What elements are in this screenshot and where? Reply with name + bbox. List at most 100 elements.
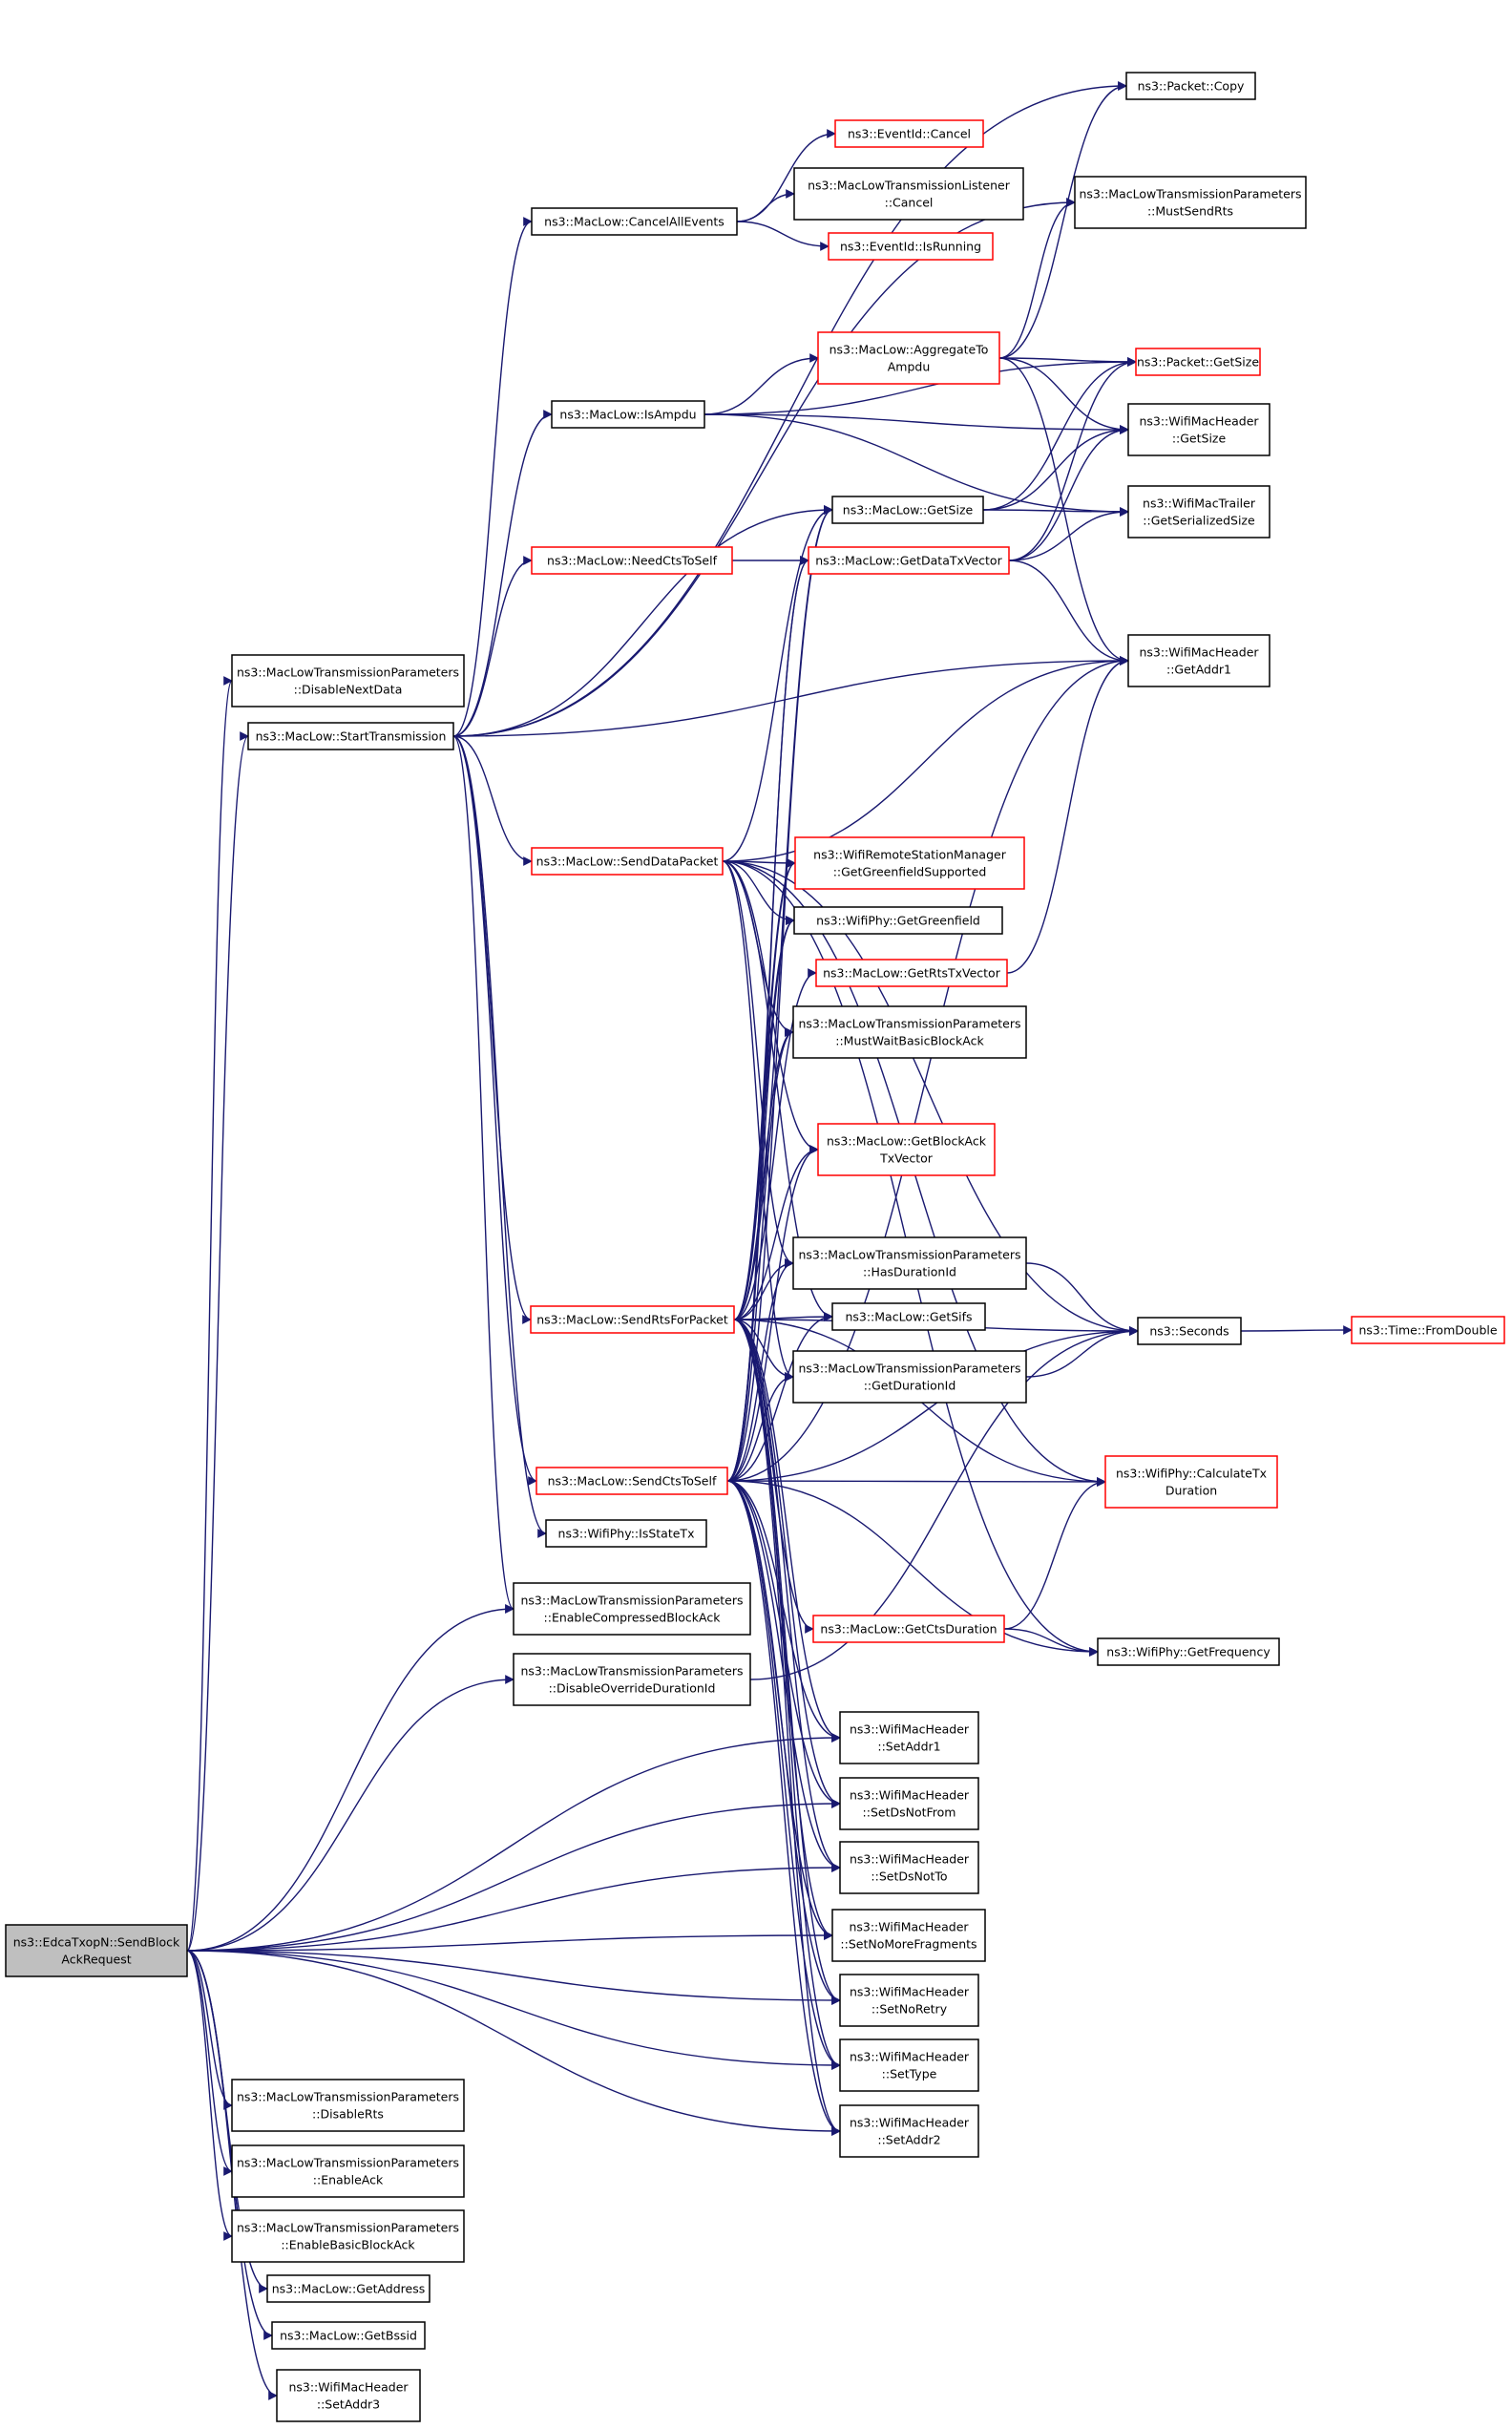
edge-startTx-to-getAddr1 [452,656,1129,737]
node-getCtsDuration[interactable]: ns3::MacLow::GetCtsDuration [812,1615,1005,1643]
node-box-listenerCancel [793,167,1024,221]
edge-root-to-setAddr1 [186,1733,841,1952]
node-label-enableBasic-line-0: ns3::MacLowTransmissionParameters [237,2221,459,2235]
node-macLowGetSize[interactable]: ns3::MacLow::GetSize [831,496,984,524]
node-setNoMoreFrag[interactable]: ns3::WifiMacHeader::SetNoMoreFragments [831,1909,986,1962]
node-setAddr1[interactable]: ns3::WifiMacHeader::SetAddr1 [839,1711,979,1764]
edge-sendCts-to-getAddr1 [726,656,1129,1482]
node-listenerCancel[interactable]: ns3::MacLowTransmissionListener::Cancel [793,167,1024,221]
node-box-startTx [247,722,454,750]
edge-getDataTxVector-to-packetGetSize [1008,357,1137,561]
node-setNoRetry[interactable]: ns3::WifiMacHeader::SetNoRetry [839,1974,979,2027]
node-getDurationId[interactable]: ns3::MacLowTransmissionParameters::GetDu… [792,1350,1027,1404]
edge-root-to-disableNextData [186,676,233,1952]
node-startTx[interactable]: ns3::MacLow::StartTransmission [247,722,454,750]
node-label-getBssid-line-0: ns3::MacLow::GetBssid [280,2329,417,2343]
node-label-hdrGetSize-line-1: ::GetSize [1172,432,1227,446]
edge-hasDurationId-to-seconds [1025,1262,1139,1336]
edge-cancelAll-to-listenerCancel [736,189,795,222]
node-disableOverride[interactable]: ns3::MacLowTransmissionParameters::Disab… [513,1653,751,1706]
edge-sendData-to-getSifs [722,860,833,1321]
node-getSifs[interactable]: ns3::MacLow::GetSifs [831,1302,986,1331]
node-hdrGetSize[interactable]: ns3::WifiMacHeader::GetSize [1127,403,1270,456]
node-mustSendRts[interactable]: ns3::MacLowTransmissionParameters::MustS… [1074,176,1307,229]
edge-sendCts-to-setType [726,1480,841,2070]
node-label-mustWaitBasic-line-0: ns3::MacLowTransmissionParameters [798,1017,1020,1031]
node-box-sendCts [536,1467,728,1495]
edge-sendCts-to-getFrequency [726,1480,1099,1657]
node-label-setAddr3-line-1: ::SetAddr3 [317,2397,380,2412]
node-disableRts[interactable]: ns3::MacLowTransmissionParameters::Disab… [231,2079,465,2132]
node-enableBasic[interactable]: ns3::MacLowTransmissionParameters::Enabl… [231,2209,465,2263]
node-box-getRtsTxVector [815,959,1008,987]
node-label-hdrGetSize-line-0: ns3::WifiMacHeader [1139,414,1259,429]
node-trailerSize[interactable]: ns3::WifiMacTrailer::GetSerializedSize [1127,485,1270,539]
edge-aggregate-to-getAddr1 [998,357,1129,665]
node-setAddr3[interactable]: ns3::WifiMacHeader::SetAddr3 [276,2369,421,2422]
node-label-setNoRetry-line-1: ::SetNoRetry [872,2002,948,2017]
node-getRtsTxVector[interactable]: ns3::MacLow::GetRtsTxVector [815,959,1008,987]
node-getFrequency[interactable]: ns3::WifiPhy::GetFrequency [1097,1637,1280,1666]
node-eventCancel[interactable]: ns3::EventId::Cancel [834,119,984,148]
edge-root-to-setDsNotFrom [186,1799,841,1952]
edge-startTx-to-sendCts [452,735,537,1486]
node-fromDouble[interactable]: ns3::Time::FromDouble [1351,1316,1505,1344]
node-label-enableBasic-line-1: ::EnableBasicBlockAck [281,2238,415,2252]
edge-root-to-disableRts [186,1950,233,2110]
node-getDataTxVector[interactable]: ns3::MacLow::GetDataTxVector [808,546,1010,575]
node-packetGetSize[interactable]: ns3::Packet::GetSize [1135,348,1261,376]
edge-startTx-to-mustSendRts [452,198,1076,737]
node-eventIsRunning[interactable]: ns3::EventId::IsRunning [828,232,994,261]
node-box-eventCancel [834,119,984,148]
node-setDsNotTo[interactable]: ns3::WifiMacHeader::SetDsNotTo [839,1841,979,1894]
edge-getRtsTxVector-to-getAddr1 [1006,656,1129,974]
node-cancelAll[interactable]: ns3::MacLow::CancelAllEvents [531,207,738,236]
edge-root-to-setNoRetry [186,1950,841,2005]
node-seconds[interactable]: ns3::Seconds [1137,1317,1242,1345]
node-getGreenfieldSupported[interactable]: ns3::WifiRemoteStationManager::GetGreenf… [794,836,1025,890]
edge-root-to-setNoMoreFrag [186,1931,833,1952]
node-disableNextData[interactable]: ns3::MacLowTransmissionParameters::Disab… [231,654,465,708]
node-label-calcTxDuration-line-0: ns3::WifiPhy::CalculateTx [1116,1467,1267,1481]
node-getAddr1[interactable]: ns3::WifiMacHeader::GetAddr1 [1127,634,1270,687]
node-enableAck[interactable]: ns3::MacLowTransmissionParameters::Enabl… [231,2144,465,2198]
node-isStateTx[interactable]: ns3::WifiPhy::IsStateTx [545,1519,707,1548]
node-label-setAddr2-line-0: ns3::WifiMacHeader [850,2116,970,2130]
node-label-macLowGetSize-line-0: ns3::MacLow::GetSize [843,503,974,517]
node-hasDurationId[interactable]: ns3::MacLowTransmissionParameters::HasDu… [792,1236,1027,1290]
node-label-cancelAll-line-0: ns3::MacLow::CancelAllEvents [544,215,724,229]
edge-seconds-to-fromDouble [1240,1325,1353,1335]
node-label-aggregate-line-1: Ampdu [888,360,931,374]
node-box-getBssid [271,2321,426,2350]
node-label-packetGetSize-line-0: ns3::Packet::GetSize [1137,355,1259,370]
node-box-getFrequency [1097,1637,1280,1666]
node-box-getDataTxVector [808,546,1010,575]
node-setType[interactable]: ns3::WifiMacHeader::SetType [839,2038,979,2092]
node-packetCopy[interactable]: ns3::Packet::Copy [1125,72,1256,100]
node-getAddress[interactable]: ns3::MacLow::GetAddress [266,2274,430,2303]
node-mustWaitBasic[interactable]: ns3::MacLowTransmissionParameters::MustW… [792,1005,1027,1059]
node-sendCts[interactable]: ns3::MacLow::SendCtsToSelf [536,1467,728,1495]
edge-getDataTxVector-to-trailerSize [1008,507,1129,561]
node-label-disableRts-line-0: ns3::MacLowTransmissionParameters [237,2090,459,2104]
node-getBssid[interactable]: ns3::MacLow::GetBssid [271,2321,426,2350]
edge-root-to-enableAck [186,1950,233,2176]
node-setAddr2[interactable]: ns3::WifiMacHeader::SetAddr2 [839,2104,979,2158]
node-label-eventCancel-line-0: ns3::EventId::Cancel [848,127,971,141]
edge-startTx-to-enableCompressed [452,735,514,1614]
edge-sendCts-to-setAddr2 [726,1480,841,2136]
node-setDsNotFrom[interactable]: ns3::WifiMacHeader::SetDsNotFrom [839,1777,979,1830]
node-label-fromDouble-line-0: ns3::Time::FromDouble [1358,1323,1497,1338]
node-sendRts[interactable]: ns3::MacLow::SendRtsForPacket [530,1305,735,1334]
node-isAmpdu[interactable]: ns3::MacLow::IsAmpdu [551,400,705,429]
node-enableCompressed[interactable]: ns3::MacLowTransmissionParameters::Enabl… [513,1582,751,1636]
node-sendData[interactable]: ns3::MacLow::SendDataPacket [531,847,724,876]
node-getGreenfield[interactable]: ns3::WifiPhy::GetGreenfield [793,906,1003,935]
node-needCts[interactable]: ns3::MacLow::NeedCtsToSelf [531,546,733,575]
edge-aggregate-to-mustSendRts [998,198,1076,359]
node-label-mustSendRts-line-0: ns3::MacLowTransmissionParameters [1079,187,1301,201]
